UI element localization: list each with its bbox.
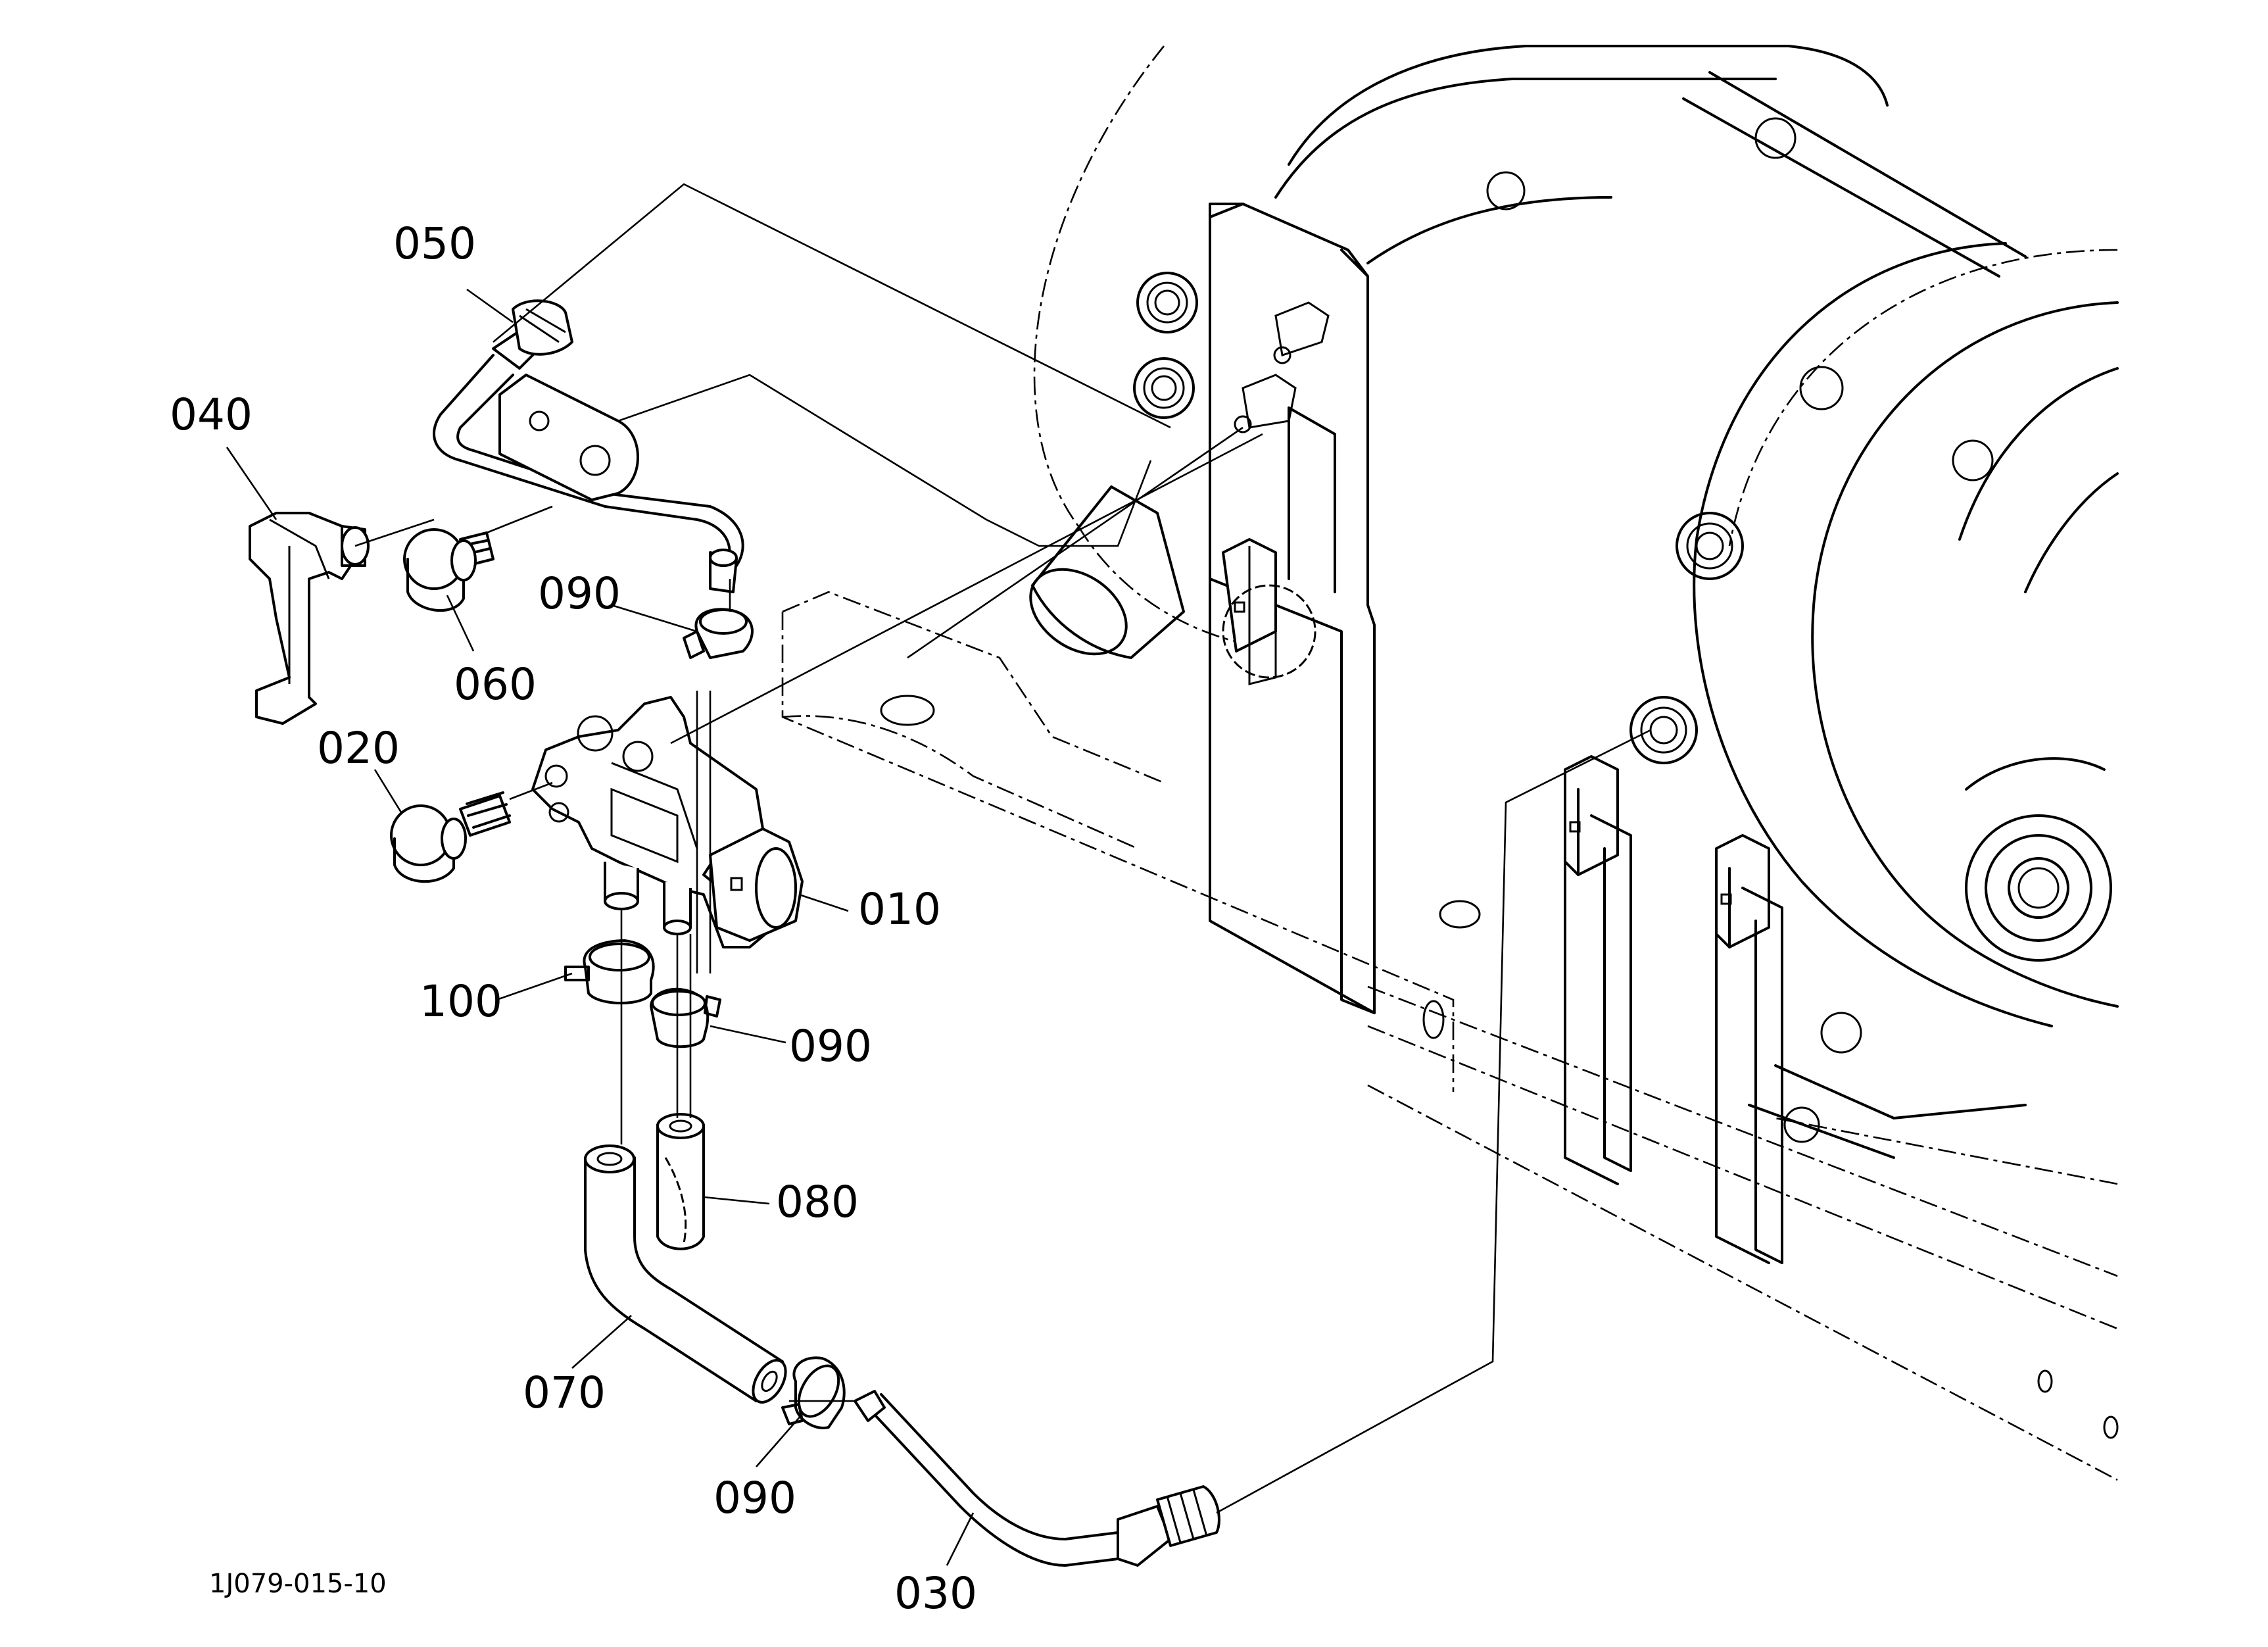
callout-040[interactable]: 040 [170,389,253,440]
part-090-hose-clamp-lower [781,1356,846,1429]
callout-020[interactable]: 020 [317,723,400,774]
callout-090-middle[interactable]: 090 [789,1021,872,1071]
frame-clip-2 [1715,834,1783,1264]
mounting-bracket [1209,203,1376,1014]
bolt-boss-1 [1136,272,1198,333]
callout-050[interactable]: 050 [393,218,476,269]
callout-070[interactable]: 070 [523,1367,606,1418]
engine-housing [1029,45,2119,1159]
callout-090-lower[interactable]: 090 [713,1473,796,1523]
part-020-bolt [390,791,511,883]
callout-060[interactable]: 060 [454,659,537,710]
part-070-bent-hose [584,1144,787,1404]
part-040-clamp [249,512,370,725]
leader-lines [226,183,1651,1566]
callout-010[interactable]: 010 [858,884,941,935]
callout-030[interactable]: 030 [894,1568,977,1619]
figure-code: 1J079-015-10 [209,1569,387,1599]
bolt-boss-2 [1133,357,1195,419]
frame-clip-1 [1564,755,1632,1185]
bolt-boss-4 [1629,696,1698,764]
part-030-sensor-pipe [854,1390,1220,1567]
callout-080[interactable]: 080 [776,1177,859,1227]
callout-100[interactable]: 100 [420,976,502,1027]
part-090-hose-clamp-top [683,608,754,659]
part-080-short-hose [656,1113,705,1250]
part-010-pressure-sensor [531,696,804,948]
frame-rail [781,591,2119,1481]
part-100-hose-clamp [564,939,655,1004]
part-060-bolt [403,528,495,612]
bolt-boss-3 [1676,512,1744,580]
part-090-hose-clamp-middle [650,987,721,1048]
callout-090-top[interactable]: 090 [538,568,621,619]
